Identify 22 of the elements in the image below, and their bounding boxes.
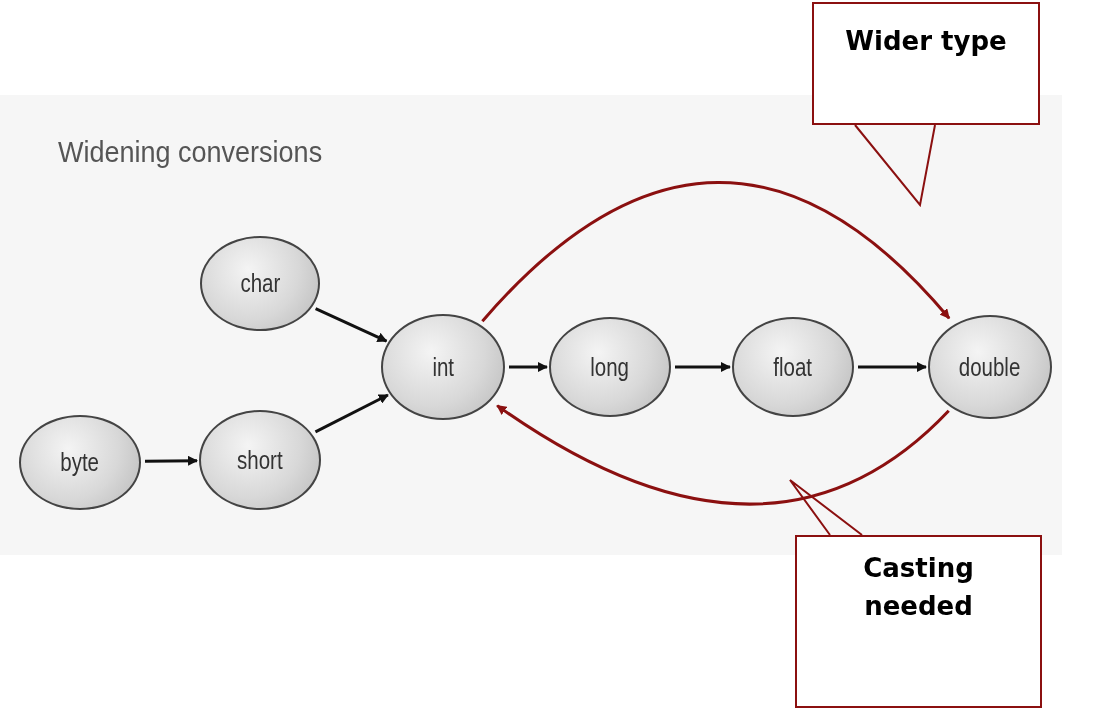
- type-label: char: [240, 268, 280, 298]
- type-label: long: [590, 352, 630, 382]
- leader-line: [789, 479, 863, 536]
- arrow: [858, 362, 927, 372]
- type-label: byte: [60, 447, 100, 477]
- callout-text: Wider type: [845, 25, 1007, 58]
- type-label: int: [432, 352, 454, 382]
- callout-box: [795, 535, 1042, 708]
- diagram-title: Widening conversions: [58, 135, 323, 169]
- arrow: [314, 307, 388, 343]
- type-label: short: [237, 445, 283, 475]
- type-label: float: [773, 352, 813, 382]
- arrow: [314, 393, 389, 434]
- leader-line: [854, 124, 936, 208]
- arrow: [481, 180, 951, 323]
- type-label: double: [959, 352, 1021, 382]
- arrow: [144, 455, 198, 466]
- arrow: [675, 362, 731, 372]
- callout-box: [812, 2, 1040, 125]
- arrow: [496, 404, 950, 506]
- arrow: [509, 362, 548, 372]
- callout-text: Casting needed: [862, 552, 975, 623]
